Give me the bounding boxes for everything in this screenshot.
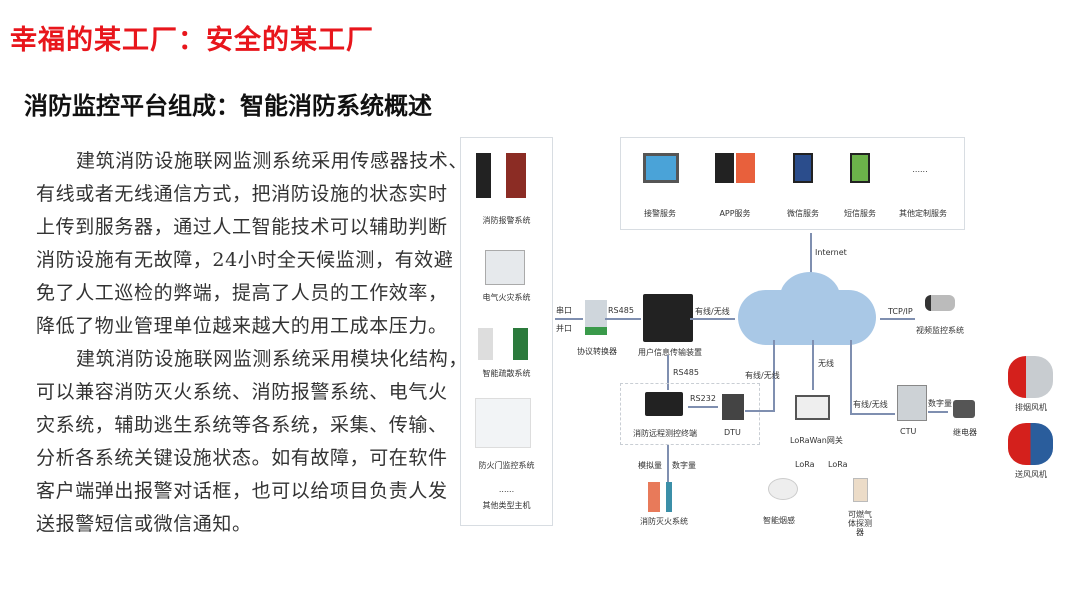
evacuation-image [478,328,528,360]
ctu-label: CTU [900,427,917,436]
app-phone-icon [715,153,755,183]
serial-label: 串口 [556,306,572,315]
left-label: 消防报警系统 [482,216,531,225]
tcpip-label: TCP/IP [888,307,913,316]
relay-image [953,400,975,418]
text-line: 有线或者无线通信方式，把消防设施的状态实时 [36,183,448,205]
sms-phone-icon [850,153,870,183]
left-label: 防火门监控系统 [478,461,535,470]
gas-label: 可燃气体探测器 [848,510,872,537]
dtu-label: DTU [724,428,741,437]
remote-terminal-image [645,392,683,416]
text-line: 消防设施有无故障，24小时全天候监测，有效避 [36,249,454,271]
left-label: 智能疏散系统 [482,369,531,378]
lorawan-label: LoRaWan网关 [790,436,843,445]
slide-title: 幸福的某工厂：安全的某工厂 [10,25,374,56]
alarm-system-image [476,153,526,198]
supply-fan-icon [1008,423,1053,465]
service-label: APP服务 [719,209,751,218]
extinguish-arrow [667,445,669,485]
digital1-label: 数字量 [928,399,952,408]
internet-label: Internet [815,248,847,257]
ctu-cloud-h [850,413,895,415]
text-line: 建筑消防设施联网监测系统采用模块化结构， [76,348,469,370]
smoke-label: 智能烟感 [763,516,795,525]
cloud-icon-top [780,272,840,322]
computer-icon [643,153,679,183]
camera-icon [925,295,955,311]
rs232-arrow [688,406,718,408]
extinguish-system-image [648,482,688,512]
exhaust-fan-icon [1008,356,1053,398]
text-line: 客户端弹出报警对话框，也可以给项目负责人发 [36,480,448,502]
parallel-label: 并口 [556,324,572,333]
text-line: 灾系统，辅助逃生系统等各系统，采集、传输、 [36,414,448,436]
tcpip-arrow [880,318,915,320]
wired-arrow-1 [690,318,735,320]
left-label: 其他类型主机 [482,501,531,510]
service-label: 微信服务 [787,209,819,218]
left-label: 电气火灾系统 [482,293,531,302]
protocol-converter-label: 协议转换器 [577,347,617,356]
rs485-down-arrow [667,355,669,390]
video-label: 视频监控系统 [916,326,964,335]
internet-arrow [810,233,812,278]
remote-terminal-label: 消防远程测控终端 [633,429,697,438]
wired-label-3: 有线/无线 [853,400,888,409]
text-line: 送报警短信或微信通知。 [36,513,252,535]
supply-fan-label: 送风风机 [1015,470,1047,479]
text-line: 降低了物业管理单位越来越大的用工成本压力。 [36,315,448,337]
text-line: 免了人工巡检的弊端，提高了人员的工作效率， [36,282,448,304]
relay-label: 继电器 [953,428,977,437]
text-line: 建筑消防设施联网监测系统采用传感器技术、 [76,150,469,172]
slide-subtitle: 消防监控平台组成：智能消防系统概述 [24,92,432,120]
rs232-label: RS232 [690,394,716,403]
services-more: ...... [912,165,928,174]
wired-label-1: 有线/无线 [695,307,730,316]
lora-label-2: LoRa [828,460,848,469]
service-label: 其他定制服务 [899,209,947,218]
gas-detector-icon [853,478,868,502]
fire-door-image [475,398,531,448]
rs485-label: RS485 [608,306,634,315]
rs485-arrow [605,318,641,320]
dtu-cloud-v [773,340,775,412]
text-line: 可以兼容消防灭火系统、消防报警系统、电气火 [36,381,448,403]
protocol-converter-image [585,300,607,335]
service-label: 短信服务 [844,209,876,218]
lora-label-1: LoRa [795,460,815,469]
ctu-cloud-v [850,340,852,415]
smoke-detector-icon [768,478,798,500]
electrical-fire-image [485,250,525,285]
wireless-label: 无线 [818,359,834,368]
terminal-group [620,383,760,445]
digital-arrow [928,411,948,413]
extinguish-label: 消防灭火系统 [640,517,688,526]
lorawan-gateway-image [795,395,830,420]
services-panel [620,137,965,230]
service-label: 接警服务 [644,209,676,218]
wechat-phone-icon [793,153,813,183]
serial-arrow [555,318,583,320]
text-line: 上传到服务器，通过人工智能技术可以辅助判断 [36,216,448,238]
left-label: ...... [498,485,515,494]
user-info-device-image [643,294,693,342]
wireless-arrow [812,340,814,390]
wired-label-2: 有线/无线 [745,371,780,380]
rs485b-label: RS485 [673,368,699,377]
analog-label: 模拟量 [638,461,662,470]
ctu-image [897,385,927,421]
body-text: 建筑消防设施联网监测系统采用传感器技术、 有线或者无线通信方式，把消防设施的状态… [36,146,469,542]
text-line: 分析各系统关键设施状态。如有故障，可在软件 [36,447,448,469]
dtu-cloud-h [745,410,775,412]
exhaust-fan-label: 排烟风机 [1015,403,1047,412]
user-info-device-label: 用户信息传输装置 [638,348,702,357]
dtu-image [722,394,744,420]
digital2-label: 数字量 [672,461,696,470]
